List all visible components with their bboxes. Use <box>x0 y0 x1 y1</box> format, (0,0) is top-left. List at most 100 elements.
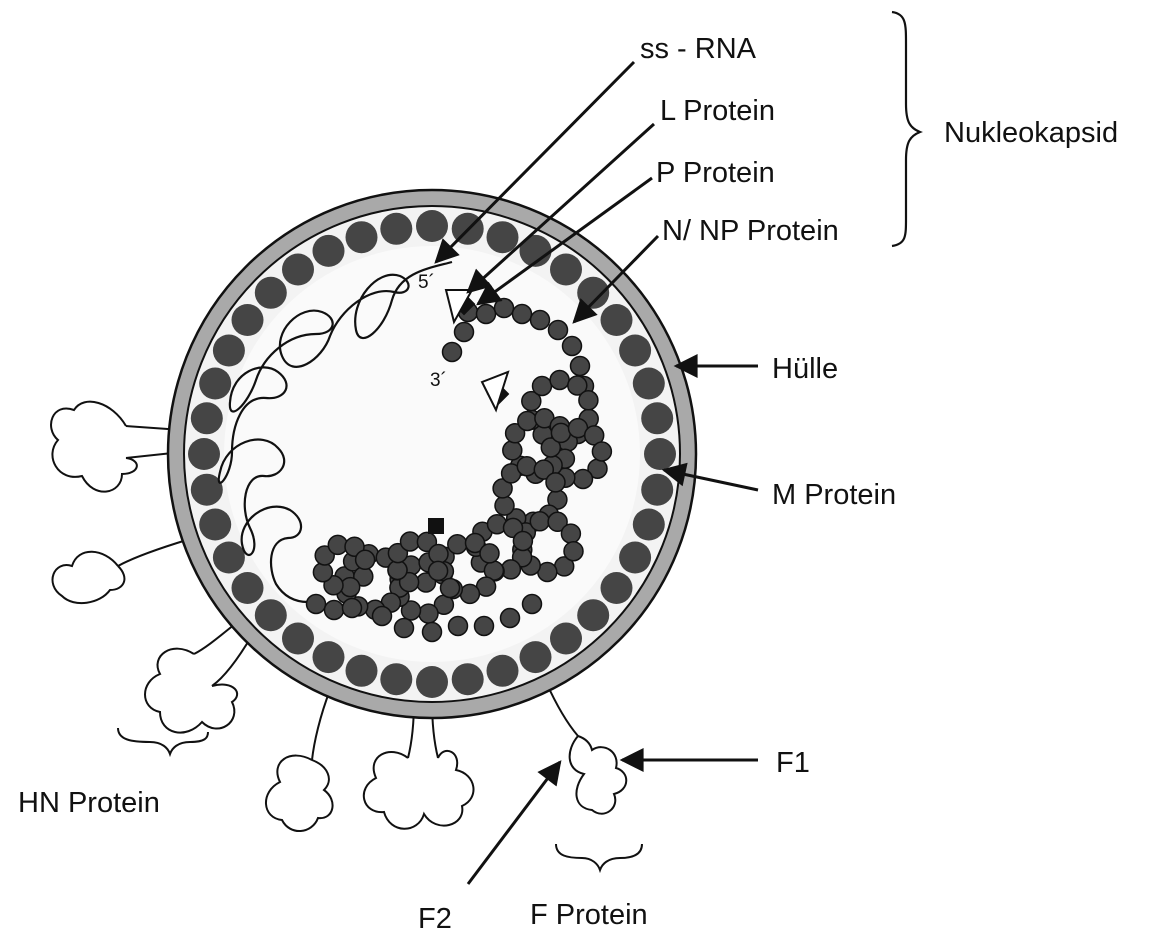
nucleocapsid-bead <box>480 544 499 563</box>
hn-head-4 <box>266 756 333 831</box>
nucleocapsid-bead <box>401 532 420 551</box>
f-brace <box>556 844 642 870</box>
label-f-protein: F Protein <box>530 899 648 931</box>
m-protein-bead <box>199 509 231 541</box>
m-protein-bead <box>416 666 448 698</box>
nucleocapsid-bead <box>579 391 598 410</box>
nukleokapsid-brace <box>892 12 920 246</box>
nucleocapsid-bead <box>501 609 520 628</box>
nucleocapsid-bead <box>531 311 550 330</box>
core-area <box>224 246 640 662</box>
label-l-protein: L Protein <box>660 95 775 127</box>
nucleocapsid-bead <box>475 617 494 636</box>
m-protein-bead <box>313 235 345 267</box>
nucleocapsid-bead <box>571 357 590 376</box>
nucleocapsid-bead <box>518 412 537 431</box>
nucleocapsid-bead <box>343 599 362 618</box>
nucleocapsid-bead <box>513 305 532 324</box>
m-protein-bead <box>619 335 651 367</box>
nucleocapsid-bead <box>574 470 593 489</box>
m-protein-bead <box>191 402 223 434</box>
label-p-protein: P Protein <box>656 157 775 189</box>
hn-head-5 <box>364 751 474 829</box>
hn-head-1 <box>51 402 137 492</box>
nucleocapsid-bead <box>325 601 344 620</box>
nucleocapsid-bead <box>550 371 569 390</box>
m-protein-bead <box>313 641 345 673</box>
nucleocapsid-bead <box>513 532 532 551</box>
nucleocapsid-bead <box>546 473 565 492</box>
m-protein-bead <box>255 277 287 309</box>
m-protein-bead <box>641 402 673 434</box>
m-protein-bead <box>619 542 651 574</box>
m-protein-bead <box>633 509 665 541</box>
nucleocapsid-bead <box>530 512 549 531</box>
hn-brace <box>118 728 208 754</box>
rna-5-prime-label: 5´ <box>418 272 435 293</box>
m-protein-bead <box>633 368 665 400</box>
m-protein-bead <box>282 623 314 655</box>
nucleocapsid-bead <box>395 619 414 638</box>
m-protein-bead <box>188 438 220 470</box>
m-protein-bead <box>644 438 676 470</box>
nucleocapsid-bead <box>460 584 479 603</box>
m-protein-bead <box>487 655 519 687</box>
nucleocapsid-bead <box>533 377 552 396</box>
label-n-np-protein: N/ NP Protein <box>662 215 839 247</box>
nucleocapsid-bead <box>373 607 392 626</box>
nucleocapsid-bead <box>356 550 375 569</box>
rna-3-prime-label: 3´ <box>430 370 447 391</box>
label-hn-protein: HN Protein <box>18 787 160 819</box>
nucleocapsid-bead <box>419 604 438 623</box>
m-protein-bead <box>282 254 314 286</box>
nucleocapsid-bead <box>307 595 326 614</box>
nucleocapsid-bead <box>517 457 536 476</box>
nucleocapsid-bead <box>503 441 522 460</box>
m-protein-bead <box>213 542 245 574</box>
label-f1: F1 <box>776 747 810 779</box>
m-protein-bead <box>213 335 245 367</box>
arrow-f2 <box>468 762 560 884</box>
nucleocapsid-bead <box>441 579 460 598</box>
label-huelle: Hülle <box>772 353 838 385</box>
nucleocapsid-bead <box>423 623 442 642</box>
hn-spike-4 <box>312 690 330 760</box>
label-ss-rna: ss - RNA <box>640 33 757 65</box>
m-protein-bead <box>550 623 582 655</box>
nucleocapsid-bead <box>388 561 407 580</box>
nucleocapsid-bead <box>429 545 448 564</box>
p-protein-square-3 <box>428 518 444 534</box>
nucleocapsid-bead <box>495 299 514 318</box>
m-protein-bead <box>601 572 633 604</box>
nucleocapsid-bead <box>551 423 570 442</box>
m-protein-bead <box>641 474 673 506</box>
m-protein-bead <box>380 213 412 245</box>
nucleocapsid-bead <box>449 617 468 636</box>
nucleocapsid-bead <box>455 323 474 342</box>
m-protein-bead <box>452 663 484 695</box>
nucleocapsid-bead <box>592 442 611 461</box>
m-protein-bead <box>520 641 552 673</box>
m-protein-bead <box>380 663 412 695</box>
m-protein-bead <box>487 221 519 253</box>
nucleocapsid-bead <box>564 542 583 561</box>
nucleocapsid-bead <box>563 337 582 356</box>
nucleocapsid-bead <box>495 496 514 515</box>
label-f2: F2 <box>418 903 452 935</box>
m-protein-bead <box>416 210 448 242</box>
nucleocapsid-bead <box>448 535 467 554</box>
nucleocapsid-bead <box>523 595 542 614</box>
m-protein-bead <box>199 368 231 400</box>
m-protein-bead <box>346 221 378 253</box>
nucleocapsid-bead <box>443 343 462 362</box>
label-m-protein: M Protein <box>772 479 896 511</box>
m-protein-bead <box>550 254 582 286</box>
hn-head-3 <box>145 649 237 733</box>
m-protein-bead <box>232 304 264 336</box>
m-protein-bead <box>346 655 378 687</box>
f-head <box>570 736 627 814</box>
nucleocapsid-bead <box>429 561 448 580</box>
label-nukleokapsid: Nukleokapsid <box>944 117 1118 149</box>
m-protein-bead <box>601 304 633 336</box>
